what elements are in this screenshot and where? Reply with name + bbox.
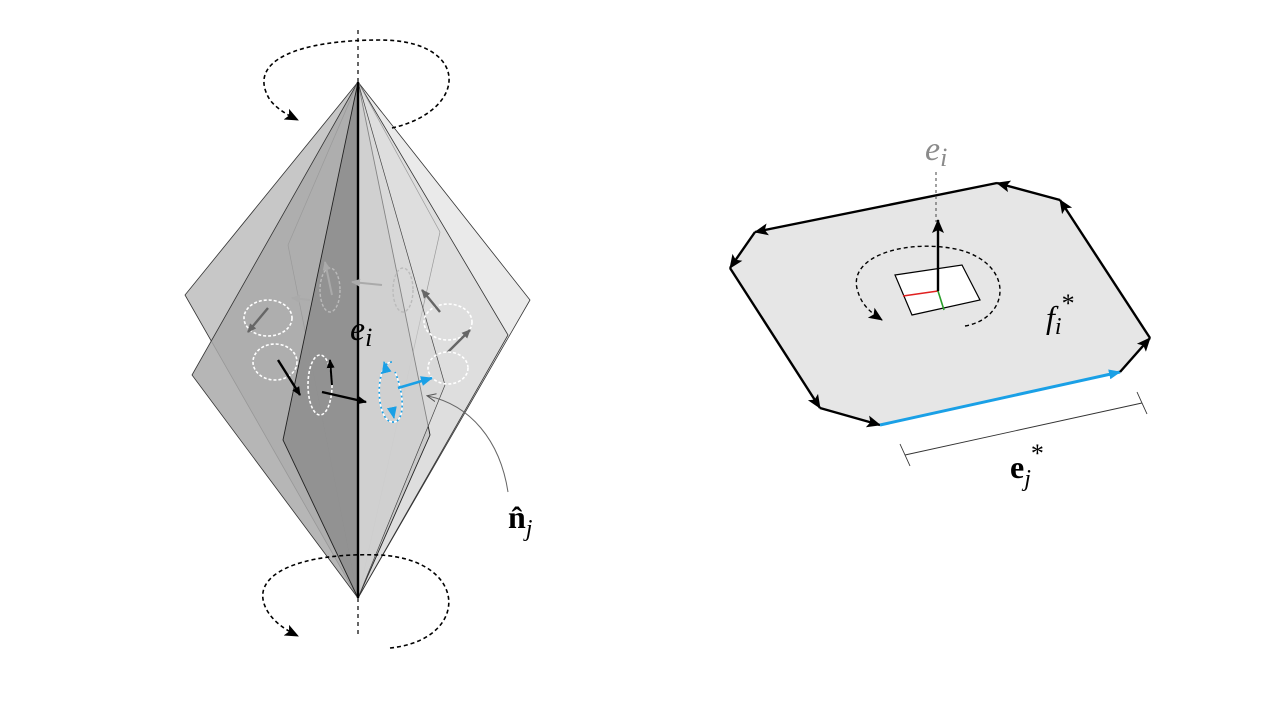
local-axis-green — [937, 290, 945, 311]
boundary-edge — [728, 267, 822, 409]
face-inner-line — [287, 81, 359, 246]
dimension-line-main — [904, 402, 1143, 456]
bottom-rotation-arrow-icon — [261, 553, 450, 649]
normal-arrow-icon — [421, 289, 441, 313]
normal-arrow-icon — [321, 390, 367, 405]
left-diagram: ei n̂j — [184, 30, 533, 649]
dual-face-boundary — [728, 180, 1152, 428]
blue-rotation-loop-icon — [378, 361, 403, 423]
rotation-loop-icon — [427, 351, 469, 385]
rotation-loop-icon — [252, 343, 298, 381]
normal-arrow-icon — [276, 359, 302, 396]
boundary-edge — [819, 406, 881, 428]
rotation-loop-icon — [423, 303, 473, 341]
dimension-tick-right — [1136, 391, 1148, 415]
normal-label-nj: n̂j — [508, 499, 533, 542]
boundary-edge — [754, 181, 998, 236]
center-rotation-arrow-icon — [855, 245, 1001, 327]
normal-arrow-icon — [247, 307, 269, 333]
local-axis-red — [902, 290, 939, 297]
blue-loop-arrow-icon — [386, 406, 397, 419]
boundary-edge — [1119, 337, 1151, 373]
dimension-line — [899, 391, 1148, 467]
edge-label-ei: ei — [350, 311, 372, 352]
blue-normal-arrow-icon — [397, 376, 433, 390]
boundary-edge — [729, 231, 756, 269]
rotation-loop-icon — [243, 299, 293, 337]
dual-edge-label-ej: ej* — [1010, 439, 1044, 492]
blue-loop-arrow-icon — [381, 361, 392, 374]
blue-loop-white-dash — [378, 361, 403, 423]
dimension-tick-left — [899, 443, 911, 467]
normal-arrow-icon — [447, 329, 471, 353]
normal-arrow-icon — [291, 294, 311, 303]
normal-arrow-icon — [351, 278, 383, 287]
right-diagram: ei fi* ej* — [728, 131, 1152, 492]
highlighted-normal — [378, 361, 433, 423]
label-pointer-curve — [428, 396, 509, 493]
boundary-edge — [996, 180, 1061, 202]
normal-arrow-icon — [326, 359, 335, 386]
boundary-edge-highlighted — [879, 369, 1121, 427]
normal-arrow-icon — [322, 261, 333, 296]
face-inner-line — [357, 81, 441, 233]
boundary-edge — [1058, 199, 1152, 339]
rotation-loop-icon — [392, 267, 414, 313]
normal-loop-group — [243, 261, 473, 416]
edge-label-ei-grey: ei — [925, 131, 947, 172]
